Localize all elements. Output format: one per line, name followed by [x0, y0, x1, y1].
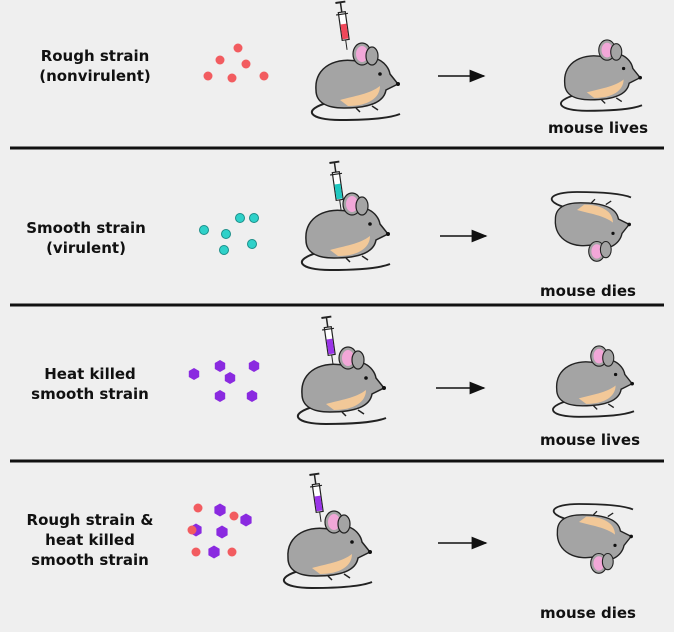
row-1-outcome: mouse lives [547, 119, 649, 137]
living-mouse [560, 39, 643, 112]
heat-killed-bacterium [214, 390, 226, 402]
rough-bacterium [203, 71, 213, 81]
rough-bacterium [187, 525, 197, 535]
injected-mouse [282, 510, 373, 590]
smooth-bacterium [247, 239, 257, 249]
heat-killed-bacterium [214, 503, 226, 517]
dead-mouse-group [552, 503, 634, 574]
row-2-outcome: mouse dies [540, 282, 636, 300]
smooth-bacterium [199, 225, 209, 235]
row-3-outcome: mouse lives [539, 431, 641, 449]
injected-mouse [310, 42, 401, 122]
row-1-label: Rough strain (nonvirulent) [39, 47, 151, 85]
row-1 [203, 0, 643, 122]
syringe [309, 472, 324, 522]
rough-bacterium [229, 511, 239, 521]
rough-bacterium [215, 55, 225, 65]
heat-killed-bacterium [208, 545, 220, 559]
rough-bacterium [241, 59, 251, 69]
row-4-outcome: mouse dies [540, 604, 636, 622]
rough-bacterium [227, 73, 237, 83]
row-4 [187, 472, 634, 590]
rough-bacterium [259, 71, 269, 81]
heat-killed-bacterium [248, 360, 260, 372]
rough-bacterium [193, 503, 203, 513]
row-3 [188, 315, 635, 426]
rough-bacterium [227, 547, 237, 557]
heat-killed-bacterium [216, 525, 228, 539]
smooth-bacterium [235, 213, 245, 223]
rough-bacterium [233, 43, 243, 53]
row-4-label: Rough strain & heat killed smooth strain [26, 511, 154, 569]
row-2-label: Smooth strain (virulent) [26, 219, 146, 257]
smooth-bacterium [249, 213, 259, 223]
heat-killed-bacterium [214, 360, 226, 372]
dead-mouse [552, 503, 634, 574]
syringe [335, 0, 350, 50]
heat-killed-bacterium [224, 372, 236, 384]
smooth-bacterium [221, 229, 231, 239]
dead-mouse-group [550, 191, 632, 262]
heat-killed-bacterium [188, 368, 200, 380]
rough-bacterium [191, 547, 201, 557]
syringe [329, 160, 344, 210]
living-mouse [552, 345, 635, 418]
row-3-label: Heat killed smooth strain [31, 365, 149, 403]
smooth-bacterium [219, 245, 229, 255]
heat-killed-bacterium [240, 513, 252, 527]
syringe [321, 315, 336, 365]
injected-mouse [296, 346, 387, 426]
heat-killed-bacterium [246, 390, 258, 402]
row-2 [199, 160, 632, 272]
injected-mouse [300, 192, 391, 272]
dead-mouse [550, 191, 632, 262]
